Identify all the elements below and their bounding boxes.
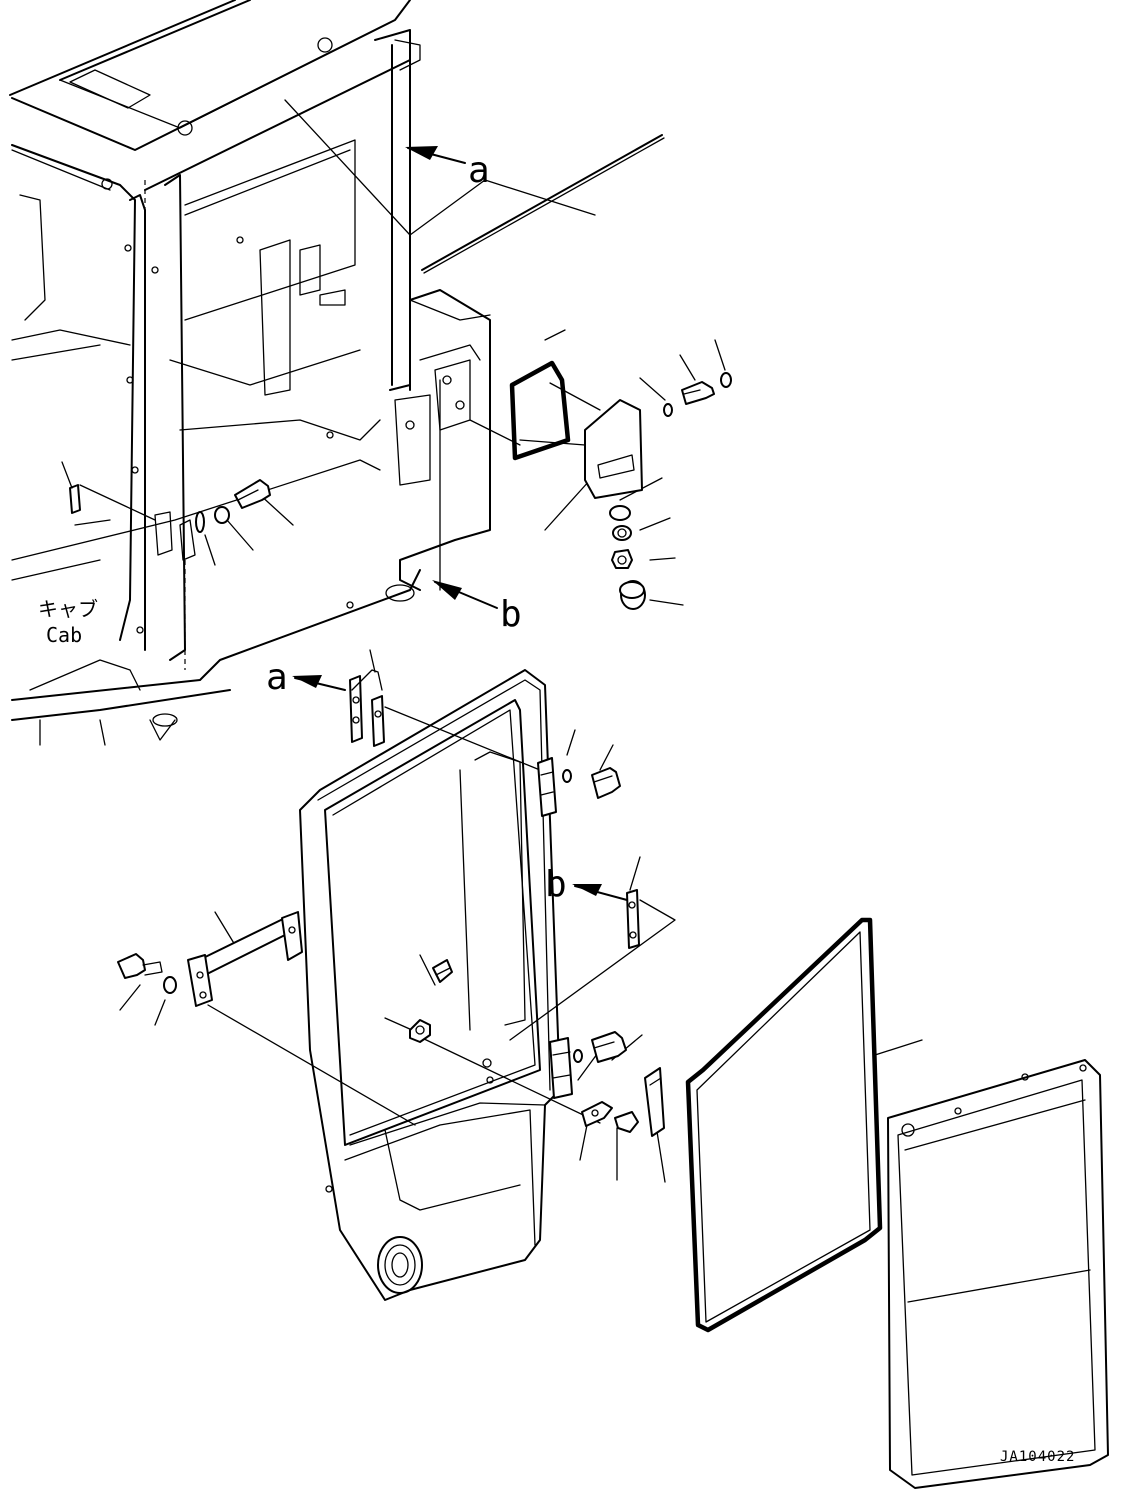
window-panel xyxy=(887,1059,1109,1489)
door-handle-bar xyxy=(117,911,303,1007)
door-hinge-parts xyxy=(349,669,665,1137)
ref-b-label-lower: b xyxy=(545,864,567,905)
door-frame xyxy=(299,669,573,1301)
window-seal xyxy=(685,917,883,1333)
leader-lines xyxy=(61,99,923,1183)
upper-hinge-parts xyxy=(195,360,732,610)
cab-label-english: Cab xyxy=(46,623,82,647)
reference-arrows xyxy=(292,146,628,901)
ref-b-label-upper: b xyxy=(500,594,522,635)
drawing-code: JA104022 xyxy=(1000,1449,1075,1465)
cab-label-japanese: キャブ xyxy=(38,597,98,621)
cab-rod xyxy=(421,134,665,274)
ref-a-label-upper: a xyxy=(468,150,490,191)
ref-a-label-lower: a xyxy=(266,657,288,698)
